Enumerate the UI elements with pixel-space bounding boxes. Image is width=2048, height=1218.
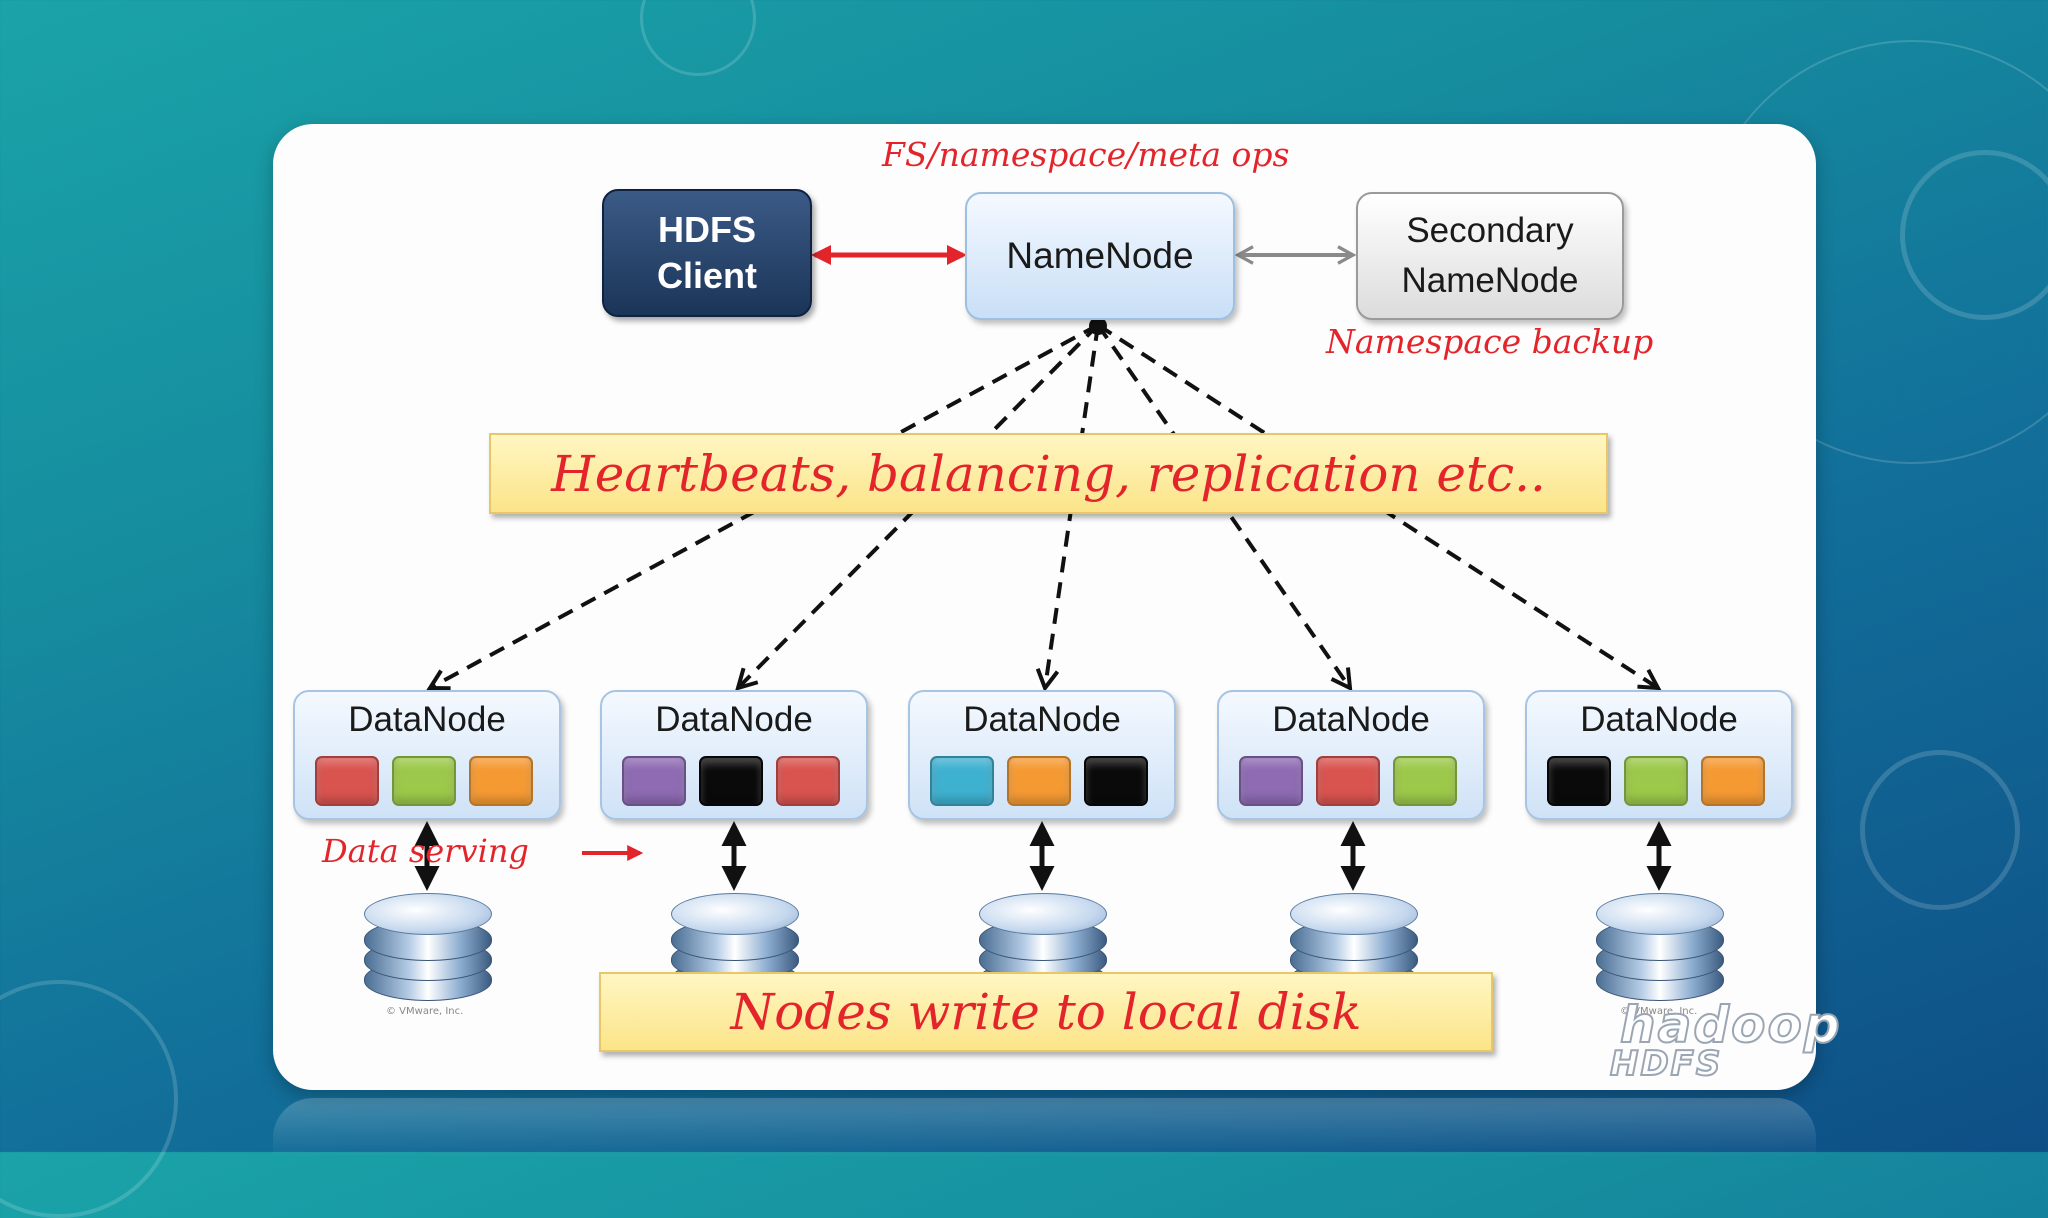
database-disk-icon [1596,893,1724,1013]
secondary-namenode-box: Secondary NameNode [1356,192,1624,320]
secondary-namenode-label: Secondary NameNode [1401,211,1579,300]
data-block [622,756,686,806]
hdfs-client-box: HDFS Client [602,189,812,317]
data-block [1316,756,1380,806]
heartbeats-banner: Heartbeats, balancing, replication etc.. [489,433,1608,514]
data-block [1084,756,1148,806]
data-block [315,756,379,806]
namenode-label: NameNode [1006,235,1194,276]
datanode-1: DataNode [293,690,561,820]
data-block [469,756,533,806]
dashed-link-1 [430,323,1099,688]
hadoop-logo-sub: HDFS [1609,1043,1723,1085]
datanode-label: DataNode [1580,700,1738,739]
data-serving-note: Data serving [322,832,529,870]
vmware-credit: © VMware, Inc. [1620,1006,1698,1017]
local-disk-banner-text: Nodes write to local disk [730,983,1362,1041]
data-block [699,756,763,806]
data-block [1239,756,1303,806]
datanode-3: DataNode [908,690,1176,820]
namespace-backup-note: Namespace backup [1326,322,1654,361]
hadoop-logo-name: hadoop [1619,995,1842,1055]
datanode-label: DataNode [1272,700,1430,739]
fs-ops-note: FS/namespace/meta ops [882,135,1290,174]
data-block [1624,756,1688,806]
data-block [1547,756,1611,806]
dashed-link-5 [1096,323,1658,688]
hadoop-logo: hadoop HDFS [1560,995,1841,1086]
data-block [776,756,840,806]
vmware-credit: © VMware, Inc. [386,1006,464,1017]
datanode-4: DataNode [1217,690,1485,820]
data-block [1393,756,1457,806]
decorative-ring [1860,750,2020,910]
namenode-box: NameNode [965,192,1235,320]
datanode-label: DataNode [348,700,506,739]
datanode-5: DataNode [1525,690,1793,820]
datanode-label: DataNode [963,700,1121,739]
dashed-link-2 [738,323,1100,688]
data-block [392,756,456,806]
namenode-hub [1089,317,1107,335]
hdfs-client-label: HDFS Client [656,209,757,296]
datanode-label: DataNode [655,700,813,739]
data-block [930,756,994,806]
data-block [1007,756,1071,806]
slide-reflection [273,1098,1816,1158]
heartbeats-banner-text: Heartbeats, balancing, replication etc.. [551,444,1546,503]
database-disk-icon [364,893,492,1013]
datanode-2: DataNode [600,690,868,820]
local-disk-banner: Nodes write to local disk [599,972,1493,1052]
data-block [1701,756,1765,806]
